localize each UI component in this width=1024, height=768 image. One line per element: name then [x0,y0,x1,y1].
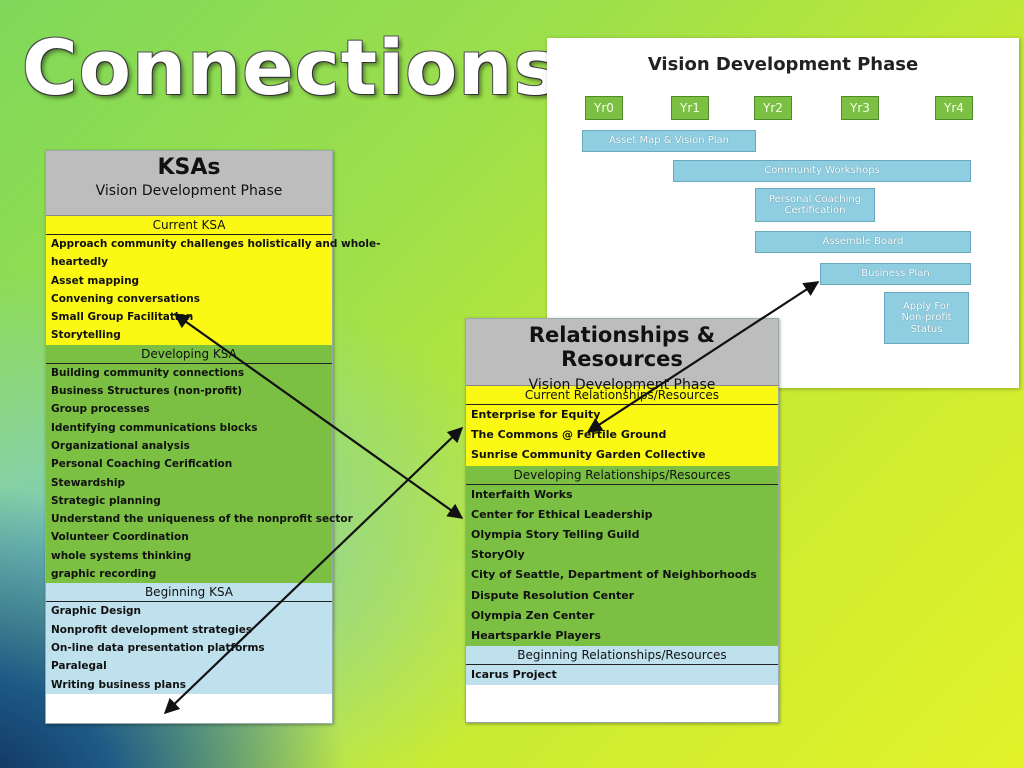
timeline-bar: Community Workshops [673,160,971,182]
timeline-bar: Personal Coaching Certification [755,188,875,222]
list-item: Paralegal [51,660,107,673]
slide-title: Connections [22,23,560,112]
list-item: Asset mapping [51,274,140,287]
timeline-bar: Asset Map & Vision Plan [582,130,756,152]
list-item: Group processes [51,403,150,416]
list-item: Stewardship [51,476,126,489]
timeline-bar: Business Plan [820,263,971,285]
current-ksa-heading: Current KSA [46,216,332,235]
relationships-panel: Relationships & Resources Vision Develop… [465,318,779,723]
list-item: Sunrise Community Garden Collective [471,448,706,462]
list-item: Organizational analysis [51,439,190,452]
year-label: Yr3 [841,96,879,120]
ksa-panel-header: KSAs Vision Development Phase [46,151,332,216]
timeline-bar: Assemble Board [755,231,971,253]
list-item: Storytelling [51,329,121,342]
current-relationships-heading: Current Relationships/Resources [466,386,778,405]
year-label: Yr4 [935,96,973,120]
current-ksa-section: Current KSA Approach community challenge… [46,216,381,345]
list-item: Building community connections [51,366,245,379]
list-item: StoryOly [471,548,525,562]
list-item: Icarus Project [471,668,557,682]
list-item: graphic recording [51,568,157,581]
list-item: Volunteer Coordination [51,531,189,544]
list-item: Interfaith Works [471,487,573,501]
list-item: City of Seattle, Department of Neighborh… [471,568,757,582]
list-item: Business Structures (non-profit) [51,385,243,398]
relationships-panel-header: Relationships & Resources Vision Develop… [466,319,778,393]
list-item: Personal Coaching Cerification [51,458,233,471]
list-item: Enterprise for Equity [471,408,601,421]
list-item: Approach community challenges holistical… [51,238,381,250]
list-item: Olympia Story Telling Guild [471,528,640,542]
developing-ksa-section: Developing KSA Building community connec… [46,344,353,584]
ksa-panel-subtitle: Vision Development Phase [95,183,283,199]
list-item: Understand the uniqueness of the nonprof… [51,513,353,526]
developing-relationships-section: Developing Relationships/Resources Inter… [466,465,778,647]
beginning-ksa-section: Beginning KSA Graphic Design Nonprofit d… [46,583,332,694]
current-relationships-section: Current Relationships/Resources Enterpri… [466,386,778,466]
year-label: Yr2 [754,96,792,120]
list-item: heartedly [51,256,108,269]
list-item: On-line data presentation platforms [51,641,265,654]
list-item: Graphic Design [51,605,142,618]
relationships-panel-title: Relationships & Resources [528,323,716,371]
beginning-relationships-heading: Beginning Relationships/Resources [466,646,778,666]
ksa-panel: KSAs Vision Development Phase Current KS… [45,150,381,724]
list-item: The Commons @ Fertile Ground [471,428,667,442]
list-item: Small Group Facilitation [51,311,194,324]
list-item: Nonprofit development strategies [51,623,253,636]
developing-ksa-heading: Developing KSA [46,345,332,364]
list-item: Heartsparkle Players [471,629,601,643]
list-item: Writing business plans [51,678,186,691]
list-item: Strategic planning [51,494,161,507]
developing-relationships-heading: Developing Relationships/Resources [466,466,778,485]
ksa-panel-title: KSAs [157,155,221,180]
timeline-bar: Apply For Non-profit Status [884,292,969,344]
list-item: Convening conversations [51,292,201,305]
list-item: whole systems thinking [51,549,192,562]
year-label: Yr1 [671,96,709,120]
list-item: Dispute Resolution Center [471,588,635,602]
year-label: Yr0 [585,96,623,120]
beginning-relationships-section: Beginning Relationships/Resources Icarus… [466,646,778,686]
list-item: Center for Ethical Leadership [471,507,653,521]
list-item: Olympia Zen Center [471,608,595,622]
timeline-title: Vision Development Phase [647,54,919,75]
beginning-ksa-heading: Beginning KSA [46,583,332,603]
list-item: Identifying communications blocks [51,421,258,434]
